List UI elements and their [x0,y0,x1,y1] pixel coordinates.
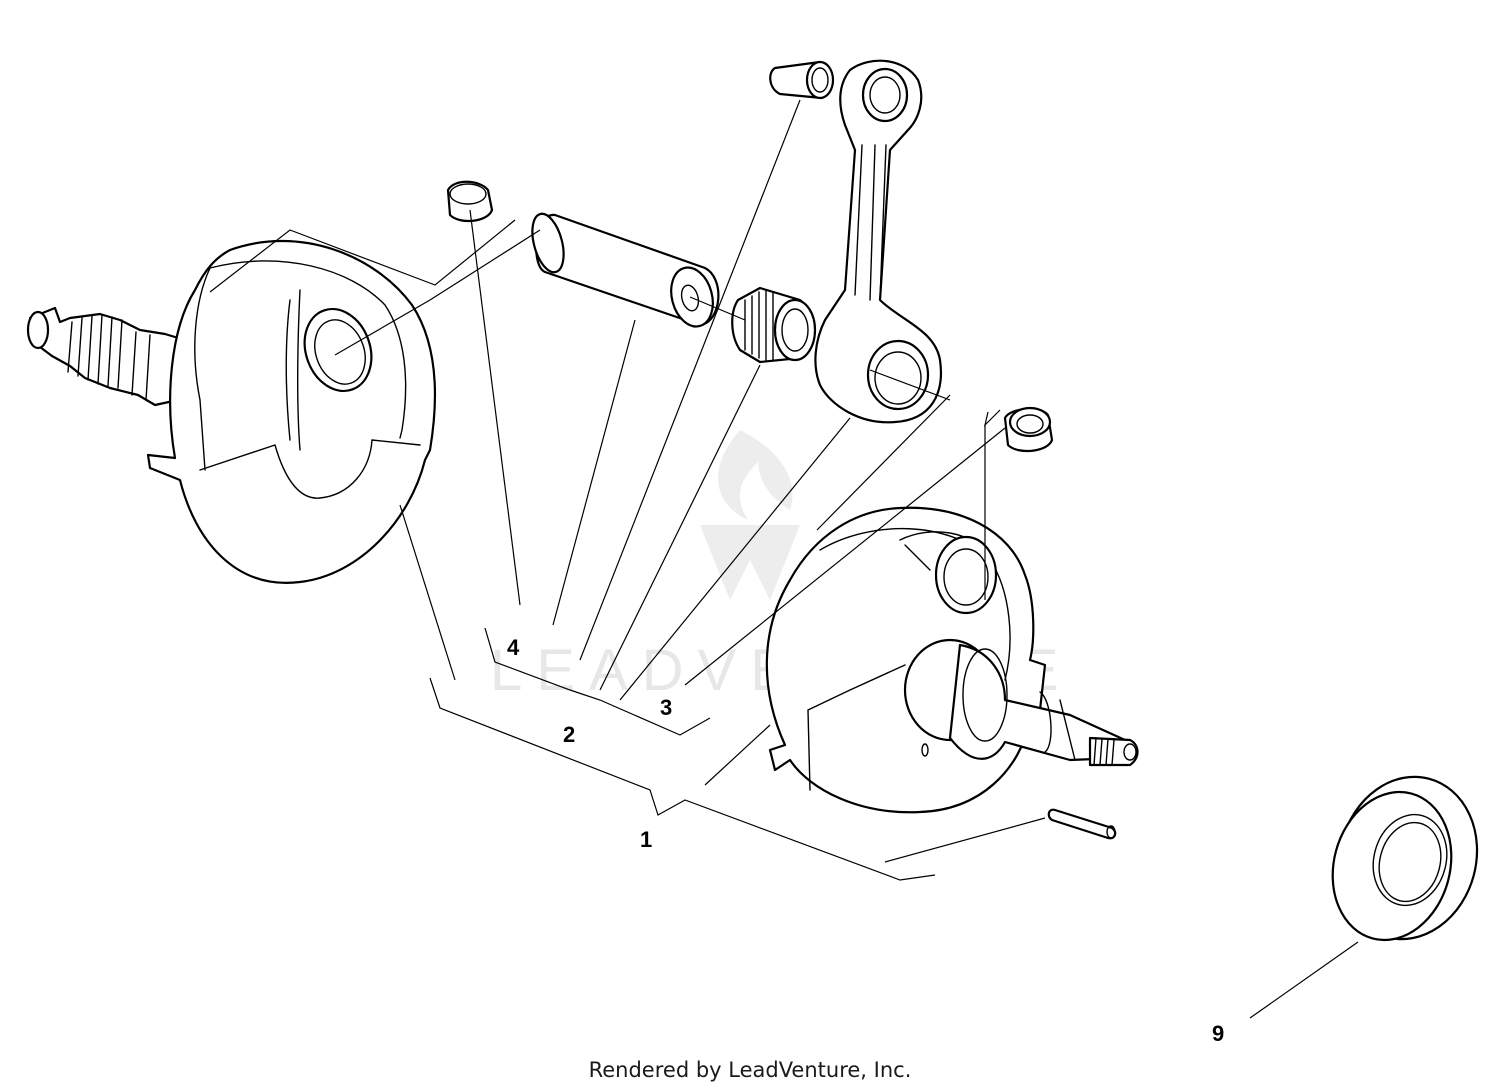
connecting-rod[interactable] [814,59,942,424]
callout-2: 2 [563,722,575,747]
leader-lines [209,99,1359,1019]
watermark-logo [700,430,800,600]
footer-credit: Rendered by LeadVenture, Inc. [588,1058,912,1082]
crank-pin[interactable] [527,210,720,331]
callout-3: 3 [660,695,672,720]
bushing-left[interactable] [446,180,494,223]
callout-9: 9 [1212,1021,1224,1046]
dowel-pin[interactable] [1047,808,1117,840]
left-crank-half[interactable] [26,239,436,584]
oil-seal[interactable] [1317,761,1495,955]
right-crank-half[interactable] [765,506,1139,814]
bushing-right[interactable] [1003,406,1054,453]
callout-4: 4 [507,635,520,660]
needle-bearing[interactable] [731,286,817,364]
callout-1: 1 [640,827,652,852]
small-end-bushing[interactable] [769,60,835,100]
